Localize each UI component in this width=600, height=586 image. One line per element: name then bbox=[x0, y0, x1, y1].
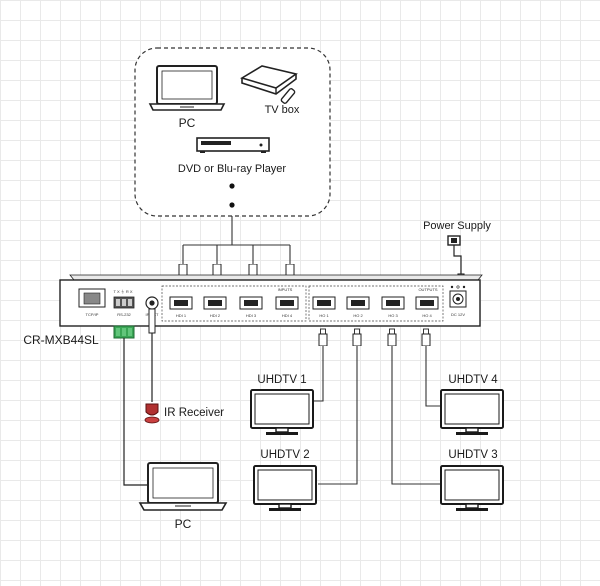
ir-receiver-icon bbox=[144, 403, 160, 424]
display-3-label: UHDTV 3 bbox=[448, 449, 497, 461]
hdmi-output-port bbox=[346, 296, 370, 310]
power-port bbox=[449, 285, 467, 308]
tv-box-icon bbox=[240, 65, 298, 95]
remote-icon bbox=[280, 88, 296, 104]
input-3-label: HDI 3 bbox=[246, 313, 257, 318]
hdmi-plug-icon bbox=[421, 328, 431, 346]
source-pc-label: PC bbox=[179, 116, 196, 130]
output-cables bbox=[312, 346, 443, 485]
input-cables bbox=[182, 216, 291, 266]
hdmi-input-port bbox=[203, 296, 227, 310]
hdmi-output-port bbox=[381, 296, 405, 310]
tcpip-port bbox=[78, 288, 106, 308]
device-model-label: CR-MXB44SL bbox=[23, 333, 99, 347]
tv-icon bbox=[250, 389, 314, 436]
ellipsis-dot bbox=[229, 202, 235, 208]
dvd-player-icon bbox=[196, 137, 270, 153]
hdmi-input-port bbox=[169, 296, 193, 310]
display-2-label: UHDTV 2 bbox=[260, 449, 309, 461]
power-adapter-icon bbox=[447, 235, 465, 281]
hdmi-output-port bbox=[312, 296, 336, 310]
tv-icon bbox=[252, 465, 318, 513]
hdmi-input-port bbox=[275, 296, 299, 310]
ir-receiver-label: IR Receiver bbox=[164, 407, 224, 419]
hdmi-input-port bbox=[239, 296, 263, 310]
rs232-label: RS-232 bbox=[117, 312, 131, 317]
tv-icon bbox=[440, 389, 504, 436]
outputs-group bbox=[308, 285, 444, 322]
rs232-port bbox=[113, 296, 135, 309]
hdmi-plug-icon bbox=[318, 328, 328, 346]
rs232-pins-label: T X ⏚ R X bbox=[113, 288, 132, 294]
control-pc-label: PC bbox=[175, 517, 192, 531]
inputs-group bbox=[161, 285, 307, 322]
hdmi-plug-icon bbox=[387, 328, 397, 346]
terminal-block-connector bbox=[113, 325, 135, 339]
ellipsis-dot bbox=[229, 183, 235, 189]
input-2-label: HDI 2 bbox=[210, 313, 221, 318]
ir-cable bbox=[148, 308, 156, 402]
inputs-title: INPUTS bbox=[278, 287, 293, 292]
hdmi-plug-icon bbox=[352, 328, 362, 346]
tv-icon bbox=[440, 465, 504, 512]
source-dvd-label: DVD or Blu-ray Player bbox=[178, 163, 287, 175]
power-supply-label: Power Supply bbox=[423, 220, 491, 232]
control-laptop-icon bbox=[138, 462, 228, 511]
display-1-label: UHDTV 1 bbox=[257, 374, 306, 386]
ir-ext-port bbox=[145, 296, 159, 310]
rs232-cable bbox=[123, 338, 150, 486]
tcpip-label: TCP/IP bbox=[86, 312, 99, 317]
outputs-title: OUTPUTS bbox=[418, 287, 437, 292]
output-2-label: HO 2 bbox=[353, 313, 363, 318]
power-port-label: DC 12V bbox=[451, 312, 465, 317]
hdmi-output-port bbox=[415, 296, 439, 310]
laptop-icon bbox=[148, 65, 226, 111]
output-1-label: HO 1 bbox=[319, 313, 329, 318]
input-1-label: HDI 1 bbox=[176, 313, 187, 318]
source-tvbox-label: TV box bbox=[265, 104, 300, 116]
output-4-label: HO 4 bbox=[422, 313, 432, 318]
input-4-label: HDI 4 bbox=[282, 313, 293, 318]
display-4-label: UHDTV 4 bbox=[448, 374, 498, 386]
output-3-label: HO 3 bbox=[388, 313, 398, 318]
